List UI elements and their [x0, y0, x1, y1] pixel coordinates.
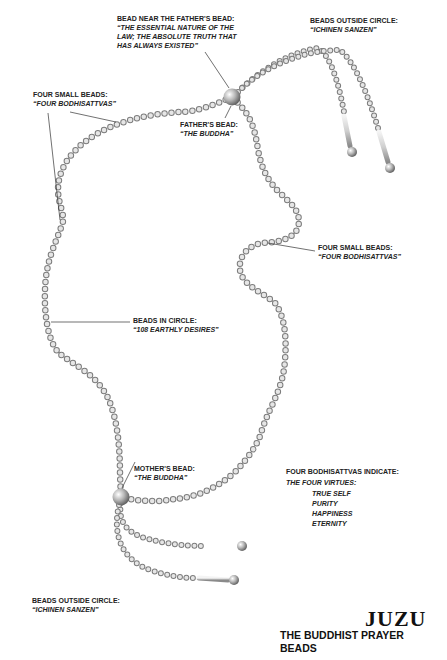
callout-text: “FOUR BODHISATTVAS”: [318, 252, 438, 261]
top-tassels: [238, 48, 388, 162]
tassel-strand: [117, 505, 196, 578]
callout-heading: MOTHER'S BEAD:: [134, 464, 214, 473]
virtue-item: TRUE SELF: [312, 489, 432, 498]
callout-heading: FOUR SMALL BEADS:: [33, 90, 143, 99]
tassel-strand: [120, 503, 202, 546]
callout-heading: BEADS OUTSIDE CIRCLE:: [32, 596, 152, 605]
leader-lines: [48, 52, 315, 488]
callout-heading: FATHER'S BEAD:: [180, 120, 250, 129]
tassel-tube: [344, 116, 350, 146]
virtue-item: HAPPINESS: [312, 509, 432, 518]
bead-loop: [45, 97, 299, 501]
tassel-strand: [120, 503, 202, 546]
callout-heading: BEAD NEAR THE FATHER'S BEAD:: [117, 14, 257, 23]
tassel-tube: [199, 578, 228, 580]
leader-line: [48, 113, 60, 220]
bottom-tassels: [117, 503, 236, 580]
callout-text: “THE BUDDHA”: [180, 129, 250, 138]
father-bead: [224, 89, 241, 106]
leader-line: [225, 106, 231, 118]
callout-heading: FOUR SMALL BEADS:: [318, 243, 438, 252]
tassel-ball: [237, 541, 247, 551]
tassel-ball: [347, 147, 357, 157]
tassel-strand: [117, 505, 196, 578]
tassel-tube: [205, 544, 236, 549]
tassel-strand: [242, 50, 378, 128]
leader-line: [205, 52, 229, 88]
callout-text: “THE ESSENTIAL NATURE OF THE LAW; THE AB…: [117, 23, 249, 50]
callout-heading: BEADS OUTSIDE CIRCLE:: [310, 16, 430, 25]
subtitle: THE BUDDHIST PRAYER BEADS: [280, 629, 442, 656]
tassel-ball: [385, 163, 395, 173]
callout-heading: BEADS IN CIRCLE:: [133, 316, 253, 325]
leader-line: [51, 322, 130, 323]
note-heading: FOUR BODHISATTVAS INDICATE:: [286, 467, 436, 476]
callout-text: “108 EARTHLY DESIRES”: [133, 325, 253, 334]
callout-text: “ICHINEN SANZEN”: [32, 605, 152, 614]
virtue-item: ETERNITY: [312, 519, 432, 528]
leader-line: [268, 243, 315, 251]
tassel-strand: [242, 50, 378, 128]
leader-line: [70, 112, 116, 122]
tassel-ball: [229, 575, 239, 585]
callout-text: “THE BUDDHA”: [134, 473, 214, 482]
leader-line: [122, 462, 135, 488]
callout-text: “FOUR BODHISATTVAS”: [33, 99, 143, 108]
mother-bead: [113, 489, 130, 506]
virtue-item: PURITY: [312, 499, 432, 508]
callout-text: “ICHINEN SANZEN”: [310, 25, 430, 34]
note-text: THE FOUR VIRTUES:: [286, 478, 436, 487]
bead-strand-highlight: [45, 97, 299, 501]
diagram-title: JUZU: [365, 608, 443, 630]
bead-strand-outline: [45, 97, 299, 501]
tassel-tube: [379, 132, 388, 162]
